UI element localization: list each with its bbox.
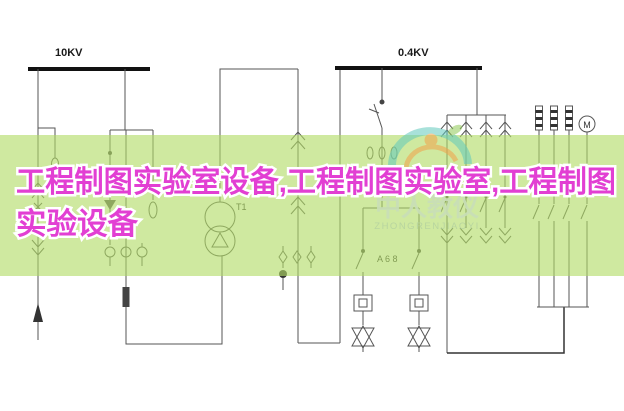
- bus-hv-label: 10KV: [55, 47, 83, 59]
- motor-label: M: [583, 120, 591, 130]
- seo-text-line1: 工程制图实验室设备,工程制图实验室,工程制图: [16, 165, 616, 199]
- logo-figure-head: [424, 133, 438, 147]
- capacitor-feed-line: [447, 307, 565, 354]
- logo-swoosh-teal: [388, 127, 472, 178]
- logo-swoosh-orange: [403, 144, 459, 171]
- incoming-arrow-up: [33, 303, 43, 322]
- watermark-logo: [388, 124, 472, 178]
- seo-banner: [0, 135, 624, 276]
- logo-leaf: [447, 124, 463, 136]
- watermark-cn-text: 中人教仪: [375, 192, 480, 222]
- seo-text: 工程制图实验室设备,工程制图实验室,工程制图 实验设备: [14, 163, 619, 244]
- knife-switch: [373, 103, 383, 129]
- watermark-en-text: ZHONGRENJIAOYI: [374, 221, 479, 232]
- bus-lv-label: 0.4KV: [398, 47, 429, 59]
- seo-text-line2: 实验设备: [16, 207, 139, 241]
- resistor-element: [122, 287, 130, 307]
